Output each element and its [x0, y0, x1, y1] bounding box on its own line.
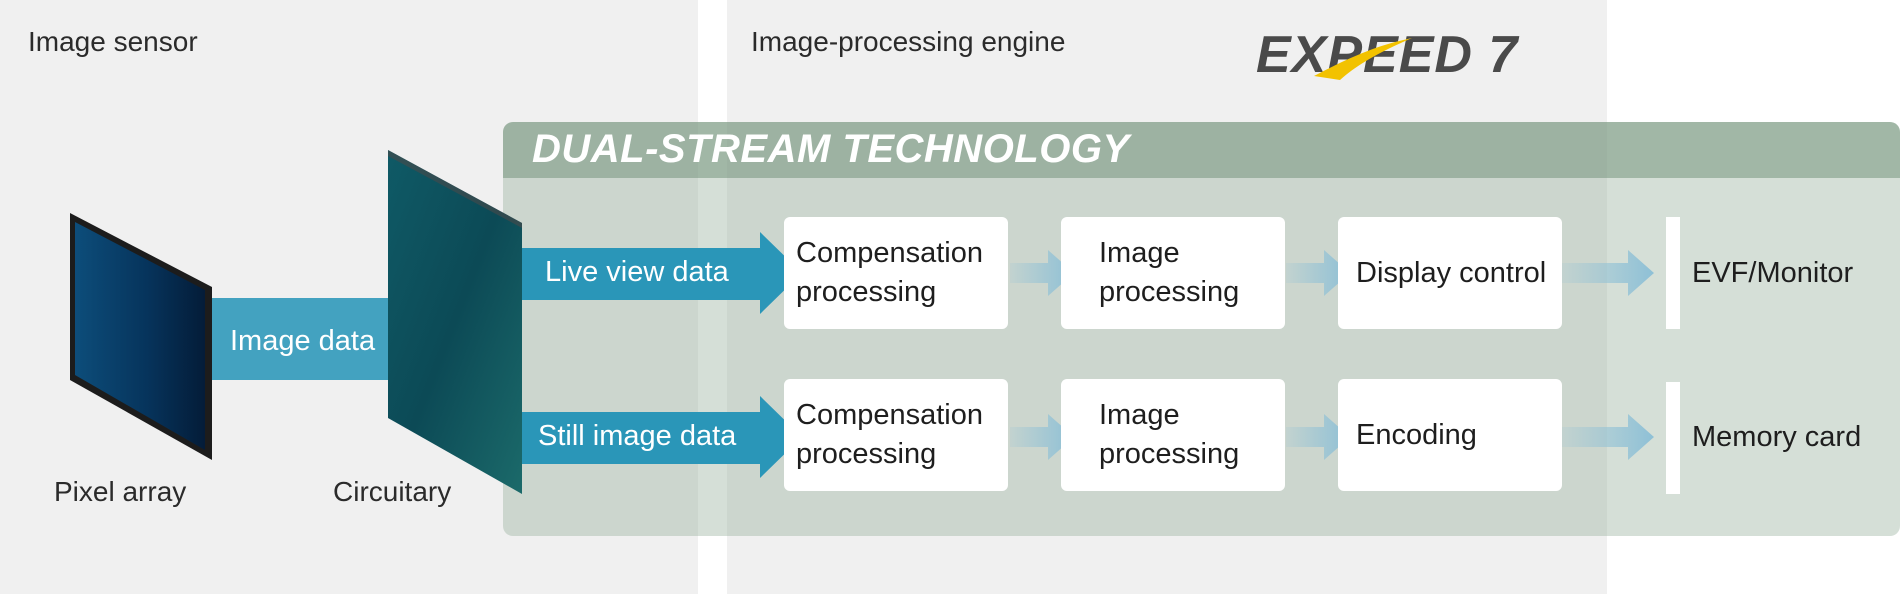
image-processing-engine-label: Image-processing engine	[751, 26, 1066, 57]
live-view-data-label: Live view data	[545, 256, 729, 288]
pixel-array	[75, 222, 205, 450]
memory-card-bar	[1666, 382, 1680, 494]
circuitry-label: Circuitary	[333, 476, 452, 507]
arrow-to-encoding	[1286, 414, 1350, 460]
arrow-to-evf-monitor	[1562, 250, 1654, 296]
image-sensor-label: Image sensor	[28, 26, 198, 57]
display-control-label: Display control	[1356, 256, 1547, 289]
still-image-data-label: Still image data	[538, 420, 737, 452]
encoding-box: Encoding	[1338, 379, 1562, 491]
image-data-label: Image data	[230, 325, 376, 357]
compensation-processing-label-2: Compensation processing	[796, 399, 983, 470]
compensation-processing-label-1: Compensation processing	[796, 237, 983, 308]
image-processing-label-1: Image processing	[1099, 237, 1240, 308]
expeed-logo-text: EXPEED 7	[1256, 26, 1519, 84]
image-processing-label-2: Image processing	[1099, 399, 1240, 470]
dual-stream-title: DUAL-STREAM TECHNOLOGY	[532, 127, 1130, 171]
image-processing-box-2: Image processing	[1061, 379, 1285, 491]
arrow-to-image-processing-2	[1010, 414, 1074, 460]
circuitry-panel	[388, 150, 522, 494]
arrow-to-memory-card	[1562, 414, 1654, 460]
memory-card-label: Memory card	[1692, 421, 1862, 453]
live-view-data-arrow	[522, 232, 802, 314]
circuitry-top-edge	[388, 150, 522, 228]
encoding-label: Encoding	[1356, 418, 1477, 451]
expeed-7-logo: EXPEED 7	[1256, 26, 1519, 84]
compensation-processing-box-2: Compensation processing	[784, 379, 1008, 491]
logo-swoosh	[1314, 38, 1412, 80]
pixel-array-label: Pixel array	[54, 476, 187, 507]
image-processing-box-1: Image processing	[1061, 217, 1285, 329]
evf-monitor-bar	[1666, 217, 1680, 329]
still-image-data-arrow	[522, 396, 802, 478]
compensation-processing-box-1: Compensation processing	[784, 217, 1008, 329]
dual-stream-title-band	[503, 122, 1900, 178]
arrow-to-image-processing-1	[1010, 250, 1074, 296]
arrow-to-display-control	[1286, 250, 1350, 296]
evf-monitor-label: EVF/Monitor	[1692, 257, 1854, 289]
display-control-box: Display control	[1338, 217, 1562, 329]
